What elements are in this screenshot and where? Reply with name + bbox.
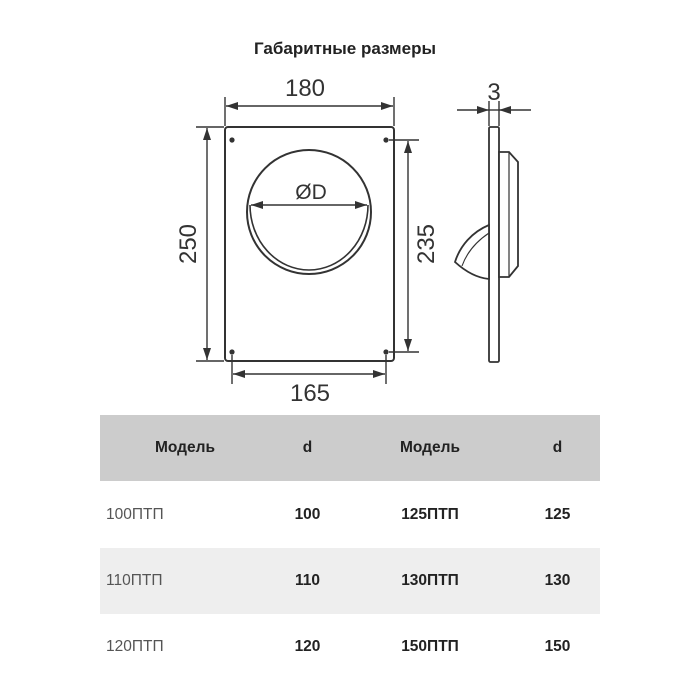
header-diameter: d [302,439,313,456]
dimension-hole-vertical: 235 [389,139,440,353]
table-row: 110ПТП 110 130ПТП 130 [100,548,600,614]
header-model: Модель [399,439,460,456]
mounting-hole-top-left [229,137,235,143]
table-row: 100ПТП 100 125ПТП 125 [100,481,600,548]
front-view: ØD [224,126,395,362]
header-diameter: d [552,439,563,456]
side-valve-flap-fold [461,232,490,267]
width-label: 180 [285,75,325,102]
technical-drawing: Габаритные размеры ØD 180 250 235 [175,39,531,407]
diameter-cell: 100 [294,505,321,523]
diameter-cell: 125 [544,505,571,523]
side-view [453,126,519,363]
dimension-hole-horizontal: 165 [231,355,387,407]
mounting-hole-bottom-left [229,349,235,355]
hole-horizontal-label: 165 [290,380,330,407]
model-cell: 130ПТП [401,572,459,589]
side-valve-flap [453,223,490,280]
drawing-title: Габаритные размеры [254,39,436,58]
dimension-height: 250 [175,126,224,362]
model-cell: 100ПТП [106,505,164,523]
model-cell: 110ПТП [106,572,163,589]
dimension-thickness: 3 [457,79,531,126]
valve-flap-edge [249,204,369,271]
height-label: 250 [175,224,202,264]
diameter-cell: 130 [544,572,571,589]
diameter-cell: 120 [294,638,321,655]
mounting-hole-bottom-right [383,349,389,355]
table-header-row: Модель d Модель d [100,415,600,481]
diameter-cell: 110 [294,572,320,589]
thickness-label: 3 [487,79,500,106]
side-plate [488,126,500,363]
header-model: Модель [154,439,215,456]
mounting-hole-top-right [383,137,389,143]
hole-vertical-label: 235 [413,224,440,264]
model-cell: 125ПТП [401,505,459,523]
dimension-width: 180 [224,75,395,126]
duct-opening [246,149,372,275]
table-row: 120ПТП 120 150ПТП 150 [100,614,600,680]
model-cell: 120ПТП [106,638,164,655]
diameter-label: ØD [295,181,327,204]
model-table: Модель d Модель d 100ПТП 100 125ПТП 125 … [100,415,600,680]
model-cell: 150ПТП [401,638,459,655]
diameter-cell: 150 [544,638,571,655]
